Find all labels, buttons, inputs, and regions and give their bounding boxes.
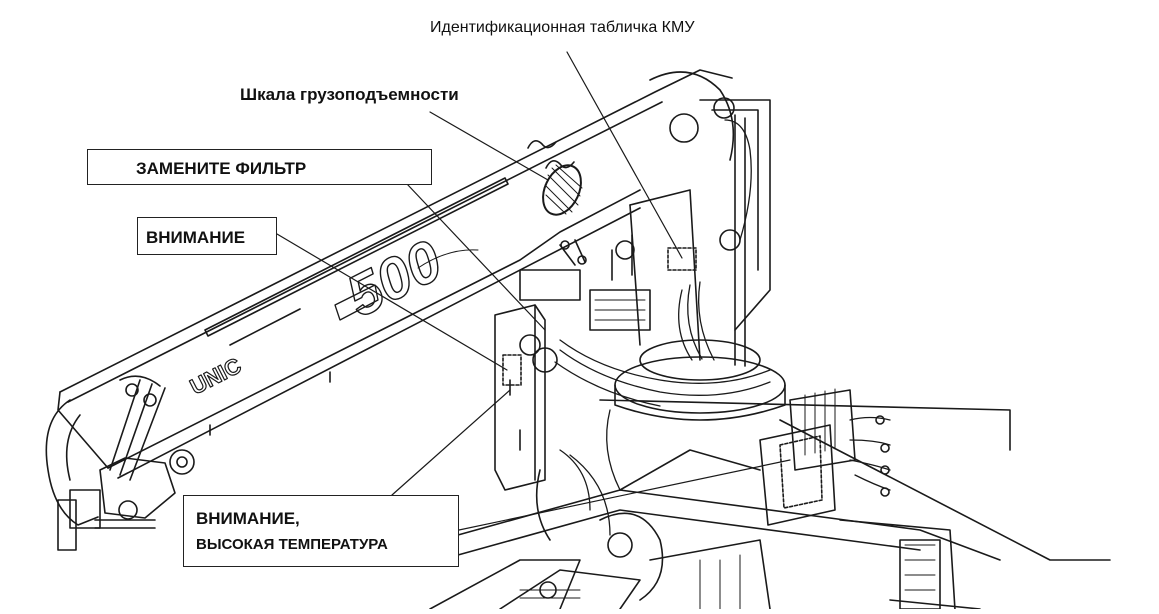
hook-block: [45, 375, 195, 551]
high-temp-line2: ВЫСОКАЯ ТЕМПЕРАТУРА: [196, 536, 388, 553]
leader-attention: [276, 233, 508, 371]
replace-filter-text: ЗАМЕНИТЕ ФИЛЬТР: [136, 159, 307, 178]
replace-filter-callout: ЗАМЕНИТЕ ФИЛЬТР: [87, 149, 432, 185]
boom-brand-text: UNIC: [186, 353, 245, 400]
attention-sticker: [502, 354, 522, 386]
leader-load-scale: [429, 111, 549, 181]
high-temp-line1: ВНИМАНИЕ,: [196, 509, 300, 528]
chassis-frame: [429, 399, 1111, 611]
attention-callout: ВНИМАНИЕ: [137, 217, 277, 255]
leader-hot: [391, 389, 511, 496]
identification-plate-label: Идентификационная табличка КМУ: [430, 19, 695, 36]
leader-filter: [406, 183, 546, 331]
boom: [57, 69, 733, 479]
load-scale-label: Шкала грузоподъемности: [240, 85, 459, 104]
load-scale-plate: [542, 164, 582, 216]
leader-lines: [276, 51, 791, 531]
outrigger-post-left: [494, 304, 558, 541]
high-temperature-callout: ВНИМАНИЕ, ВЫСОКАЯ ТЕМПЕРАТУРА: [183, 495, 459, 567]
control-valves: [519, 239, 771, 407]
valve-bank: [759, 388, 891, 526]
leader-hot-2: [458, 459, 791, 531]
id-plate: [667, 247, 697, 271]
leader-id-plate: [566, 51, 683, 259]
attention-text: ВНИМАНИЕ: [146, 228, 246, 247]
column: [611, 71, 786, 421]
